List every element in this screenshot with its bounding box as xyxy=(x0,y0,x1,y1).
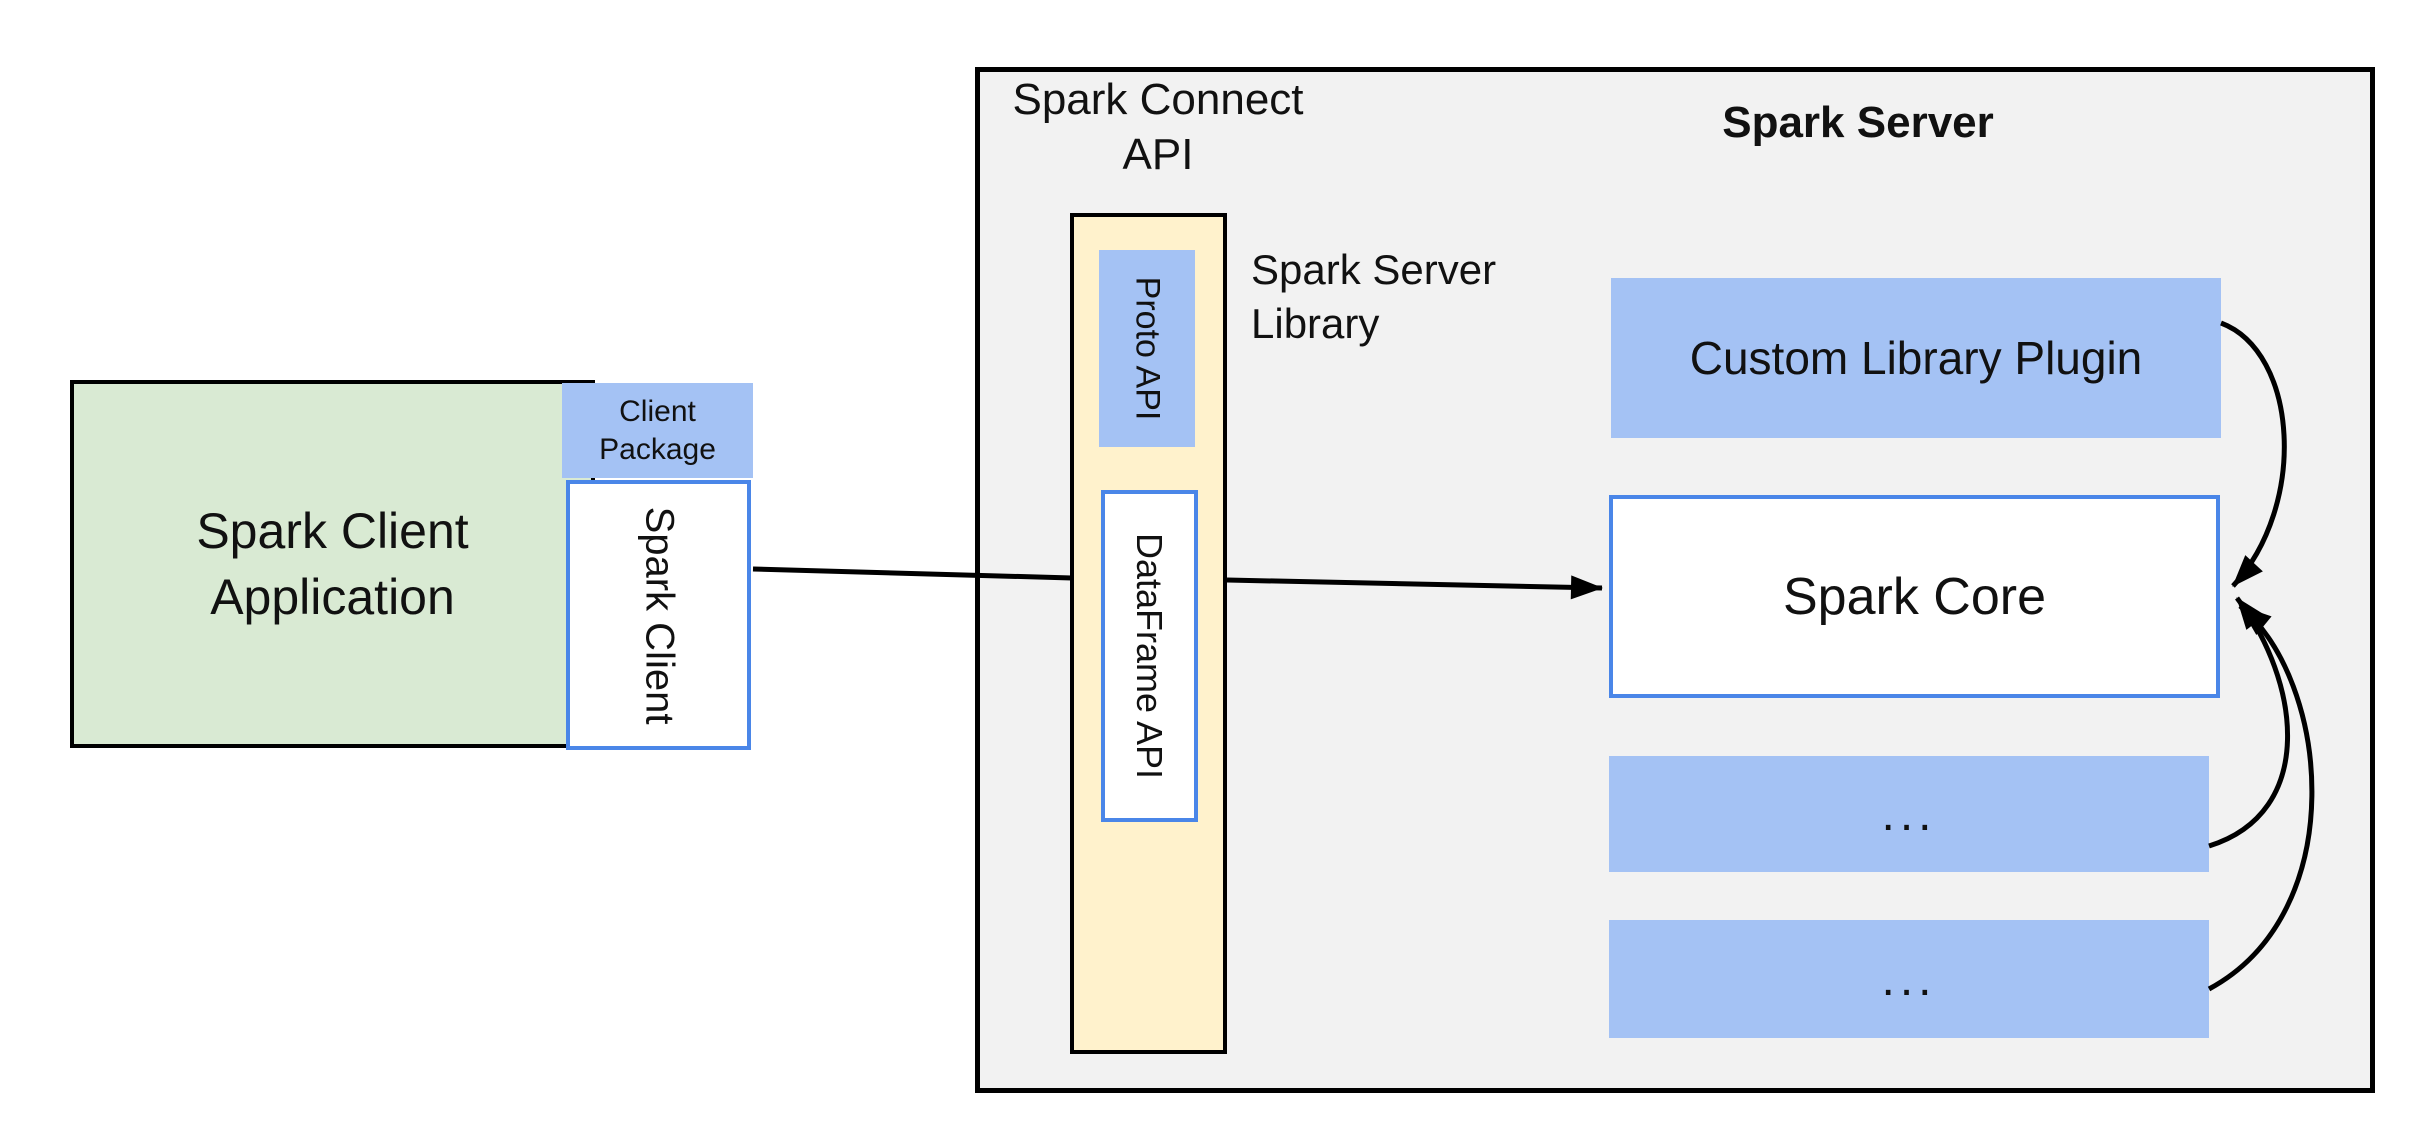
proto-api-label: Proto API xyxy=(1128,276,1167,421)
spark-server-library-label: Spark Server Library xyxy=(1251,246,1497,347)
spark-client-application-label: Spark Client Application xyxy=(196,503,469,625)
spark-client-label: Spark Client xyxy=(637,506,681,724)
spark-core-label: Spark Core xyxy=(1783,567,2046,626)
spark-core-box: Spark Core xyxy=(1609,495,2220,698)
more-plugins-label-1: ... xyxy=(1881,787,1937,841)
client-package-label: Client Package xyxy=(599,394,716,466)
custom-library-plugin-label: Custom Library Plugin xyxy=(1689,332,2143,384)
proto-api-box: Proto API xyxy=(1099,250,1195,447)
dataframe-api-label: DataFrame API xyxy=(1129,532,1171,780)
more-plugins-box-2: ... xyxy=(1609,920,2209,1038)
client-package-box: Client Package xyxy=(562,383,753,478)
spark-client-box: Spark Client xyxy=(566,480,751,750)
more-plugins-box-1: ... xyxy=(1609,756,2209,872)
custom-library-plugin-box: Custom Library Plugin xyxy=(1611,278,2221,438)
spark-connect-api-title: Spark Connect API xyxy=(1012,75,1304,179)
dataframe-api-box: DataFrame API xyxy=(1101,490,1198,822)
more-plugins-label-2: ... xyxy=(1881,952,1937,1006)
spark-client-application-box: Spark Client Application xyxy=(70,380,595,748)
spark-server-title: Spark Server xyxy=(1722,98,1994,147)
